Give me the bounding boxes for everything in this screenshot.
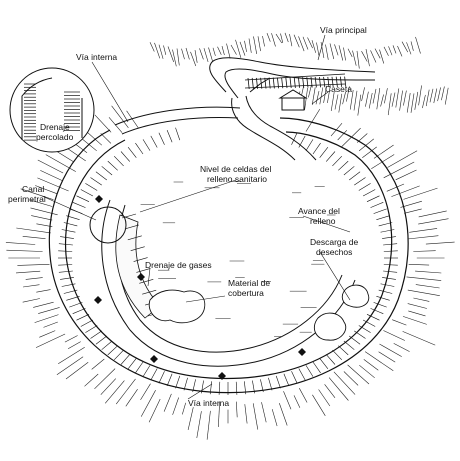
gas-drain-marker [218,372,226,380]
label-avance-relleno-2: relleno [310,216,336,226]
label-drenaje-percolado-1: Drenaje [40,122,70,132]
label-caseta: Caseta [325,84,352,94]
labels: Vía principal Vía interna Caseta Drenaje… [8,25,367,408]
landfill-embankment [48,117,409,394]
gas-drain-marker [137,273,145,281]
leader-lines [41,34,351,400]
label-canal-perimetral-1: Canal [22,184,44,194]
label-drenaje-percolado-2: percolado [36,132,74,142]
gas-drain-marker [298,348,306,356]
gas-drain-marker [94,296,102,304]
gas-drain-marker [95,195,103,203]
caseta-building [278,89,308,111]
label-nivel-celdas-1: Nivel de celdas del [200,164,271,174]
label-material-cobertura-2: cobertura [228,288,264,298]
main-road [209,57,376,99]
cover-material-blob [148,284,370,341]
drainage-inset [9,67,95,153]
label-via-interna-top: Vía interna [76,52,117,62]
terrain-hachures [5,32,455,440]
cell-surface-lines [140,181,336,337]
label-material-cobertura-1: Material de [228,278,270,288]
label-descarga-desechos-2: desechos [316,247,352,257]
embankment-ticks [58,127,398,395]
label-descarga-desechos-1: Descarga de [310,237,358,247]
label-via-interna-bottom: Vía interna [188,398,229,408]
canal-detail-circle [89,206,127,244]
label-nivel-celdas-2: relleno sanitario [207,174,267,184]
fence-posts [247,76,347,90]
label-canal-perimetral-2: perimetral [8,194,46,204]
label-drenaje-gases: Drenaje de gases [145,260,212,270]
gas-drain-marker [150,355,158,363]
label-avance-relleno-1: Avance del [298,206,340,216]
access-road [231,95,317,161]
gas-drains [94,195,306,380]
label-via-principal: Vía principal [320,25,367,35]
